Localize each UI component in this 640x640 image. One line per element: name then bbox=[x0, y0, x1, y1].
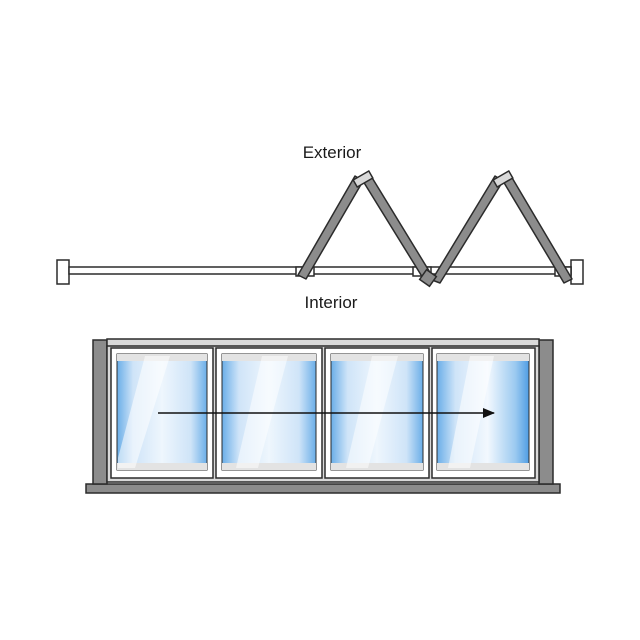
top-hinge-2 bbox=[492, 170, 514, 188]
right-side-jamb bbox=[538, 339, 554, 485]
top-hinge-1 bbox=[352, 170, 374, 188]
plan-view: Exterior Interior bbox=[56, 143, 584, 312]
right-jamb bbox=[570, 259, 584, 285]
folded-panel-1 bbox=[297, 175, 364, 280]
interior-label: Interior bbox=[305, 293, 358, 312]
left-side-jamb bbox=[92, 339, 108, 485]
track-rail bbox=[68, 266, 572, 275]
exterior-label: Exterior bbox=[303, 143, 362, 162]
left-jamb bbox=[56, 259, 70, 285]
sill bbox=[85, 483, 561, 494]
elevation-view bbox=[85, 338, 561, 494]
bottom-pivot bbox=[418, 268, 438, 288]
